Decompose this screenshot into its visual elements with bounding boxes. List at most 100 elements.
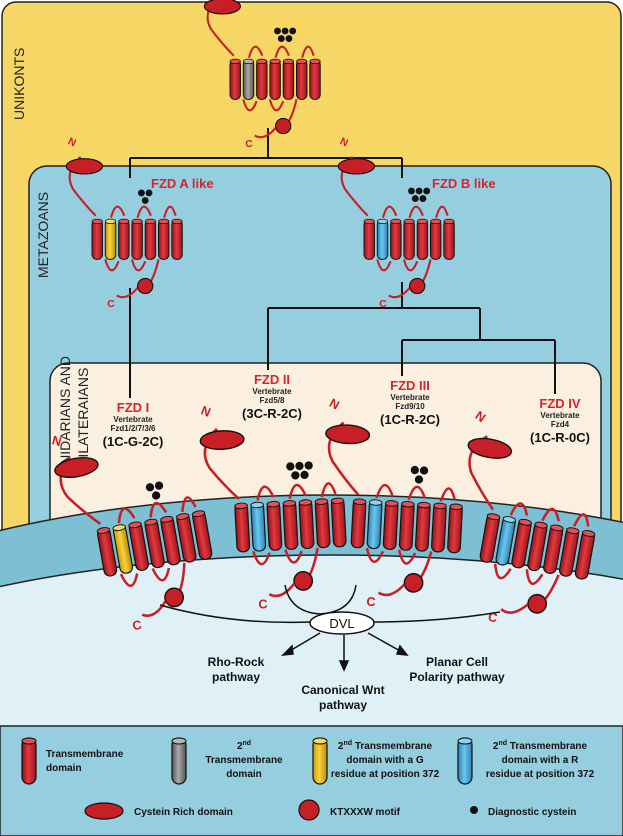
- diagnostic-cystein: [415, 187, 423, 195]
- arrow-pcp: [367, 632, 403, 653]
- receptor-name: FZD III: [390, 378, 430, 393]
- tm-cap: [256, 58, 268, 65]
- tm-cap: [171, 218, 183, 225]
- receptor-members: Fzd5/8: [260, 396, 285, 405]
- tm-cap: [158, 218, 170, 225]
- receptor-species: Vertebrate: [540, 411, 580, 420]
- n-terminus-label: N: [66, 136, 77, 149]
- diagnostic-cystein: [137, 189, 145, 197]
- receptor-name: FZD II: [254, 372, 290, 387]
- legend-tm2-line2: Transmembrane: [205, 755, 283, 766]
- tm-domain: [158, 219, 170, 260]
- diagnostic-cystein: [154, 481, 164, 490]
- tm-cap: [234, 502, 248, 510]
- receptor-code: (1C-R-0C): [530, 430, 590, 445]
- dvl-label: DVL: [329, 616, 354, 631]
- legend-tm: Transmembrane domain: [21, 737, 124, 785]
- dvl-node: [309, 611, 375, 635]
- tm-domain: [398, 501, 415, 551]
- legend-motif: KTXXXW motif: [298, 799, 401, 821]
- tm-cap: [566, 527, 580, 535]
- tm-cap: [269, 58, 281, 65]
- legend-tm2: 2nd Transmembrane domain: [171, 737, 283, 785]
- tm-cap: [112, 524, 126, 532]
- extracellular-loops: [381, 205, 449, 218]
- rho-pathway-line2: pathway: [212, 670, 260, 684]
- tm-domain: [296, 59, 308, 100]
- extracellular-loops: [247, 45, 315, 58]
- legend-tm-line2: domain: [46, 763, 82, 774]
- diagnostic-cystein: [408, 187, 415, 195]
- tm-cap: [401, 500, 415, 508]
- legend-tm2g: 2nd Transmembrane domain with a G residu…: [312, 737, 440, 785]
- legend: Transmembrane domain 2nd Transmembrane d…: [21, 737, 595, 821]
- ktxxxw-motif: [137, 277, 154, 295]
- legend-tm2r-cap: [457, 737, 473, 745]
- legend-tm2g-line1: 2nd Transmembrane: [338, 740, 433, 752]
- tm-cap: [417, 501, 431, 509]
- legend-tm-line1: Transmembrane: [46, 749, 124, 760]
- tm-cap: [144, 518, 158, 526]
- legend-tm2r-swatch: [457, 737, 473, 785]
- dvl-connector-center: [284, 584, 357, 615]
- receptor-species: Vertebrate: [252, 387, 292, 396]
- c-terminus-label: C: [107, 299, 115, 310]
- diagnostic-cystein: [141, 197, 149, 204]
- tm-cap: [309, 58, 321, 65]
- tm-domain: [416, 219, 429, 260]
- cystein-rich-domain: [337, 158, 376, 175]
- fzd-iv-label: FZD IV Vertebrate Fzd4 (1C-R-0C): [530, 396, 590, 445]
- c-terminus-label: C: [258, 597, 268, 611]
- tm-cap: [385, 500, 399, 507]
- pcp-pathway-line1: Planar Cell: [426, 655, 488, 669]
- legend-tm-cap: [21, 737, 37, 745]
- unikonts-label: UNIKONTS: [11, 48, 27, 120]
- cnidarians-label-line1: CNIDARIANS AND: [57, 356, 73, 475]
- tm-domain: [443, 219, 455, 260]
- receptor-name: FZD IV: [539, 396, 580, 411]
- tm-cap: [229, 58, 241, 65]
- cystein-rich-domain: [325, 424, 371, 445]
- receptor-members: Fzd9/10: [395, 402, 425, 411]
- ktxxxw-motif: [293, 571, 314, 591]
- diagnostic-cystein: [423, 187, 431, 195]
- tm-domain: [229, 59, 241, 100]
- c-terminal-tail: [268, 582, 296, 598]
- fzd-a-like-label: FZD A like: [151, 176, 214, 191]
- tm-cap: [502, 516, 517, 523]
- fzd-iii-label: FZD III Vertebrate Fzd9/10 (1C-R-2C): [380, 378, 440, 427]
- tm-cap: [242, 58, 255, 65]
- tm-cap: [314, 498, 329, 505]
- legend-tm2-line1: 2nd: [237, 740, 251, 752]
- legend-tm2r-line3: residue at position 372: [486, 769, 595, 780]
- c-terminal-tail: [116, 287, 139, 299]
- tm-cap: [433, 502, 447, 510]
- diagnostic-cystein: [291, 471, 300, 480]
- ktxxxw-motif: [403, 572, 424, 593]
- diagnostic-cystein: [295, 461, 304, 471]
- extracellular-loops: [509, 502, 590, 527]
- receptor-species: Vertebrate: [113, 415, 153, 424]
- tm-domain: [350, 498, 367, 549]
- fzd-b-like-label: FZD B like: [432, 176, 496, 191]
- receptor-fzd-ii: NC: [199, 403, 347, 612]
- fzd-ii-label: FZD II Vertebrate Fzd5/8 (3C-R-2C): [242, 372, 302, 421]
- legend-diag-swatch: [470, 806, 478, 814]
- diagnostic-cystein: [281, 27, 289, 35]
- tm-domain: [363, 219, 375, 260]
- ktxxxw-motif: [164, 587, 184, 608]
- dvl-connector-right: [371, 611, 501, 623]
- extracellular-loops: [109, 205, 177, 218]
- diagnostic-cystein: [151, 491, 161, 500]
- metazoans-label: METAZOANS: [35, 192, 51, 278]
- receptor-name: FZD I: [117, 400, 150, 415]
- extracellular-loops: [117, 496, 197, 524]
- tm-domain: [309, 59, 321, 100]
- tm-domain: [431, 503, 447, 553]
- tm-cap: [298, 499, 313, 506]
- tm-cap: [104, 218, 117, 225]
- tm-cap: [91, 218, 103, 225]
- tm-domain: [282, 59, 295, 100]
- tm-domain: [171, 219, 183, 260]
- c-terminus-label: C: [379, 299, 387, 310]
